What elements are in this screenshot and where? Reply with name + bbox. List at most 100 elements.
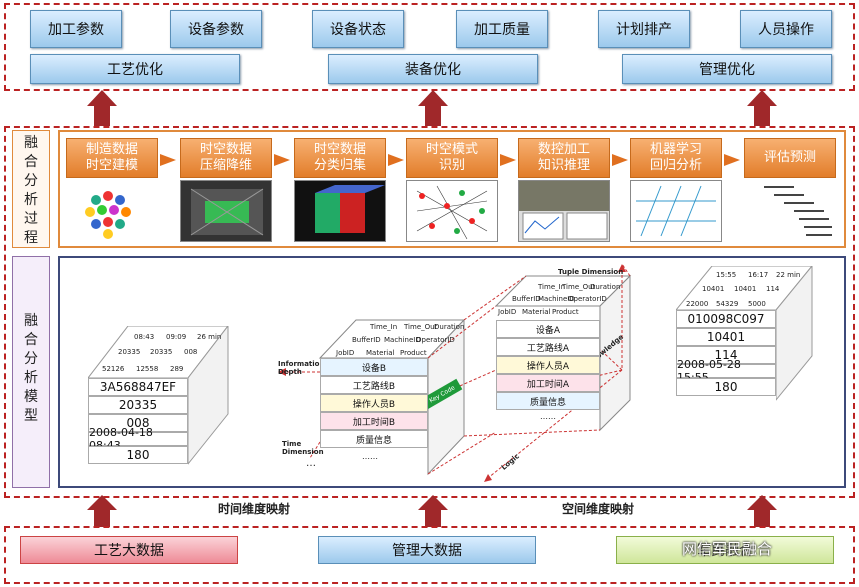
arrow-icon [87,495,777,527]
back-hdr-r1c1: Time_In [538,283,566,291]
thumb-regression-image [630,180,722,242]
left-cube-row-2: 20335 [88,396,188,414]
step-reasoning[interactable]: 数控加工 知识推理 [518,138,610,178]
left-cube-side [188,326,229,465]
left-top-r3c1: 52126 [102,365,125,373]
model-label-panel [12,256,50,488]
back-row-2: 工艺路线A [496,338,600,356]
param-equipment[interactable]: 设备参数 [170,10,262,48]
thumb-compression-image [180,180,272,242]
front-row-1: 设备B [320,358,428,376]
right-top-r3c3: 5000 [748,300,766,308]
process-big-data[interactable]: 工艺大数据 [20,536,238,564]
param-processing[interactable]: 加工参数 [30,10,122,48]
right-cube-side [776,266,813,401]
right-top-r3c1: 22000 [686,300,709,308]
back-hdr-r3c1: JobID [498,308,517,316]
back-hdr-r3c3: Product [552,308,579,316]
right-cube-row-3: 114 [676,346,776,364]
back-hdr-r2c3: OperatorID [568,295,607,303]
thumb-reasoning-image [518,180,610,242]
back-hdr-r3c2: Material [522,308,551,316]
back-hdr-r1c3: Duration [590,283,621,291]
arrow-icon [87,90,777,126]
right-top-r1c2: 16:17 [748,271,769,279]
front-hdr-r3c1: JobID [336,349,355,357]
param-scheduling[interactable]: 计划排产 [598,10,690,48]
front-row-2: 工艺路线B [320,376,428,394]
left-top-r2c1: 20335 [118,348,141,356]
step-evaluation[interactable]: 评估预测 [744,138,836,178]
front-hdr-r2c2: MachineID [384,336,421,344]
management-big-data[interactable]: 管理大数据 [318,536,536,564]
front-hdr-r3c3: Product [400,349,427,357]
right-cube-row-4: 2008-05-28 15:55 [676,358,776,384]
middle-section [4,126,855,498]
right-cube-row-2: 10401 [676,328,776,346]
up-arrows-bottom [87,495,777,527]
right-cube-top [676,266,813,310]
front-row-3: 操作人员B [320,394,428,412]
right-top-r3c2: 54329 [716,300,739,308]
back-hdr-r2c2: MachineID [538,295,575,303]
right-top-r2c2: 10401 [734,285,757,293]
tuple-dim-label: Tuple Dimension [558,268,624,276]
param-personnel[interactable]: 人员操作 [740,10,832,48]
time-dim-label: Time Dimension [282,440,324,456]
right-cube-row-1: 010098C097 [676,310,776,328]
thumb-pattern-image [406,180,498,242]
process-panel [12,130,50,248]
back-row-1: 设备A [496,320,600,338]
watermark-label: 网信军民融合 [682,540,773,558]
left-top-r1c3: 26 min [197,333,222,341]
info-depth-label: Information Depth [278,360,325,376]
step-pattern[interactable]: 时空模式 识别 [406,138,498,178]
right-top-r2c1: 10401 [702,285,725,293]
step-regression[interactable]: 机器学习 回归分析 [630,138,722,178]
front-row-5: 质量信息 [320,430,428,448]
back-row-3: 操作人员A [496,356,600,374]
left-cube-row-1: 3A568847EF [88,378,188,396]
front-hdr-r1c2: Time_Out [404,323,438,331]
up-arrows-top [87,90,777,126]
front-hdr-r1c3: Duration [434,323,465,331]
step-arrows [160,154,740,166]
left-cube-row-5: 180 [88,446,188,464]
opt-process[interactable]: 工艺优化 [30,54,240,84]
front-hdr-r3c2: Material [366,349,395,357]
opt-management[interactable]: 管理优化 [622,54,832,84]
back-row-5: 质量信息 [496,392,600,410]
right-top-r2c3: 114 [766,285,780,293]
front-hdr-r2c1: BufferID [352,336,381,344]
time-mapping-label: 时间维度映射 [218,502,291,516]
left-top-r1c2: 09:09 [166,333,187,341]
right-cube-row-5: 180 [676,378,776,396]
back-row-6: …… [540,412,556,421]
step-compression[interactable]: 时空数据 压缩降维 [180,138,272,178]
model-label: 融合分析模型 [24,313,38,424]
process-label: 融合分析过程 [24,135,38,246]
param-quality[interactable]: 加工质量 [456,10,548,48]
back-row-4: 加工时间A [496,374,600,392]
step-modeling[interactable]: 制造数据 时空建模 [66,138,158,178]
right-top-r1c3: 22 min [776,271,801,279]
time-dots-label: … [306,458,316,469]
top-section [4,3,855,91]
thumb-classification-image [294,180,386,242]
space-mapping-label: 空间维度映射 [562,502,635,516]
param-equipment-status[interactable]: 设备状态 [312,10,404,48]
opt-equipment[interactable]: 装备优化 [328,54,538,84]
left-cube-row-4: 2008-04-18 08:43 [88,426,188,452]
front-row-4: 加工时间B [320,412,428,430]
left-top-r3c3: 289 [170,365,184,373]
bottom-section [4,526,855,584]
left-top-r2c2: 20335 [150,348,173,356]
front-hdr-r2c3: OperatorID [416,336,455,344]
back-hdr-r2c1: BufferID [512,295,541,303]
civil-military-fusion[interactable]: 军民融合 [616,536,834,564]
step-classification[interactable]: 时空数据 分类归集 [294,138,386,178]
thumb-evaluation-image [744,180,836,242]
left-top-r1c1: 08:43 [134,333,155,341]
back-hdr-r1c2: Time_Out [562,283,596,291]
left-top-r2c3: 008 [184,348,198,356]
